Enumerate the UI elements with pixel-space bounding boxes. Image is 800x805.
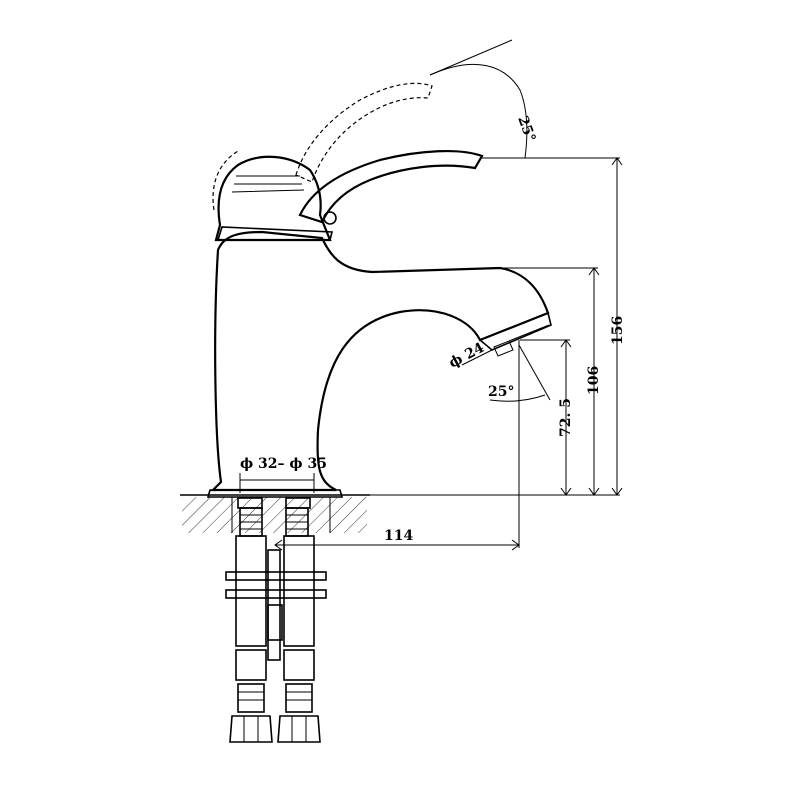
outlet-angle-dimension: 25° — [488, 340, 551, 548]
outlet-angle-label: 25° — [488, 384, 514, 400]
reach-label: 114 — [384, 528, 413, 544]
faucet-body — [206, 230, 552, 498]
outlet-diameter-label: ϕ 24 — [446, 340, 487, 372]
handle-raised-position — [212, 82, 433, 211]
reach-dimension: 114 — [274, 528, 520, 551]
height-total-label: 156 — [610, 316, 626, 345]
height-spout-label: 106 — [586, 366, 602, 395]
mount-hole-dimension: ϕ 32– ϕ 35 — [239, 456, 327, 493]
height-outlet-label: 72. 5 — [558, 398, 574, 437]
handle-angle-dimension: 25° — [429, 39, 620, 159]
height-dimensions: 156 106 72. 5 — [500, 157, 626, 496]
handle-angle-label: 25° — [514, 114, 538, 144]
countertop — [180, 494, 620, 533]
mount-hole-label: ϕ 32– ϕ 35 — [240, 456, 327, 472]
faucet-handle — [214, 150, 484, 242]
supply-hoses — [225, 497, 327, 743]
